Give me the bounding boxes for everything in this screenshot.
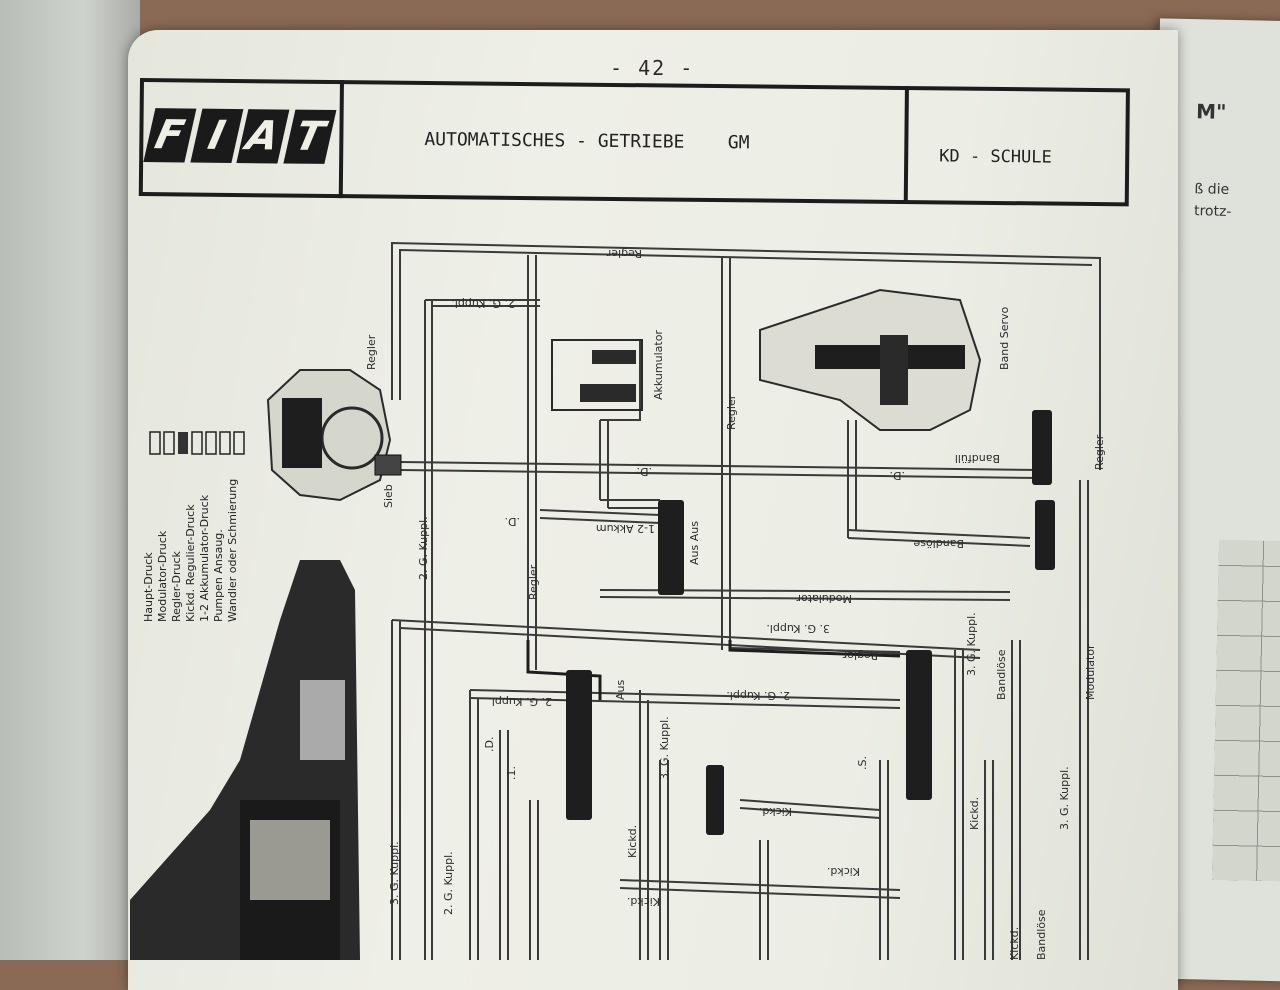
label-kickd-bottom: Kickd. — [627, 895, 660, 908]
diagram-labels: Regler Regler 2. G. Kuppl. Akkumulator B… — [365, 247, 1106, 960]
legend-item: Pumpen Ansaug. — [212, 529, 225, 622]
legend-item: Modulator-Druck — [156, 530, 169, 622]
label-2g-kuppl-low: 2. G. Kuppl. — [488, 695, 552, 708]
label-regler-mid: Regler — [725, 394, 738, 430]
label-bandlose-vertical: Bandlöse — [995, 649, 1008, 700]
label-3g-kuppl: 3. G. Kuppl. — [766, 622, 830, 635]
label-2g-kuppl-left: 2. G. Kuppl. — [442, 851, 455, 915]
legend-swatches — [149, 431, 245, 455]
label-kickd-bottom-right: Kickd. — [1008, 927, 1021, 960]
label-modulator-vertical: Modulator — [1084, 644, 1097, 700]
label-d-line-left: .D. — [505, 515, 520, 528]
left-page-edge — [0, 0, 140, 960]
label-2g-kuppl: 2. G. Kuppl. — [451, 297, 515, 310]
label-3g-kuppl-right: 3. G. Kuppl. — [965, 612, 978, 676]
label-akkum-12: 1-2 Akkum — [596, 522, 655, 535]
valve-1-2-schalt — [566, 670, 592, 820]
label-sieb: Sieb — [382, 484, 395, 508]
label-s-line: .S. — [856, 756, 869, 770]
valve-group — [566, 410, 1055, 835]
legend-item: Haupt-Druck — [142, 552, 155, 622]
label-d-lower: .D. — [483, 737, 496, 752]
band-servo — [759, 288, 982, 431]
legend: Haupt-Druck Modulator-Druck Regler-Druck… — [142, 479, 239, 622]
label-regler: Regler — [365, 334, 378, 370]
valve-2-3-schalt — [906, 650, 932, 800]
label-regler-lower: Regler — [527, 564, 540, 600]
accumulator-valve — [551, 339, 643, 411]
label-aus: Aus — [614, 680, 627, 700]
valve-2-akkumulator — [658, 500, 684, 595]
label-3g-kuppl-mid: 3. G. Kuppl. — [658, 716, 671, 780]
label-aus-aus: Aus Aus — [688, 521, 701, 565]
label-band-servo: Band Servo — [998, 306, 1011, 370]
transmission-cross-section — [130, 560, 360, 960]
label-kickd-low: Kickd. — [827, 865, 860, 878]
legend-item: Regler-Druck — [170, 550, 183, 622]
label-modulator: Modulator — [796, 592, 852, 605]
legend-item: 1-2 Akkumulator-Druck — [198, 494, 211, 622]
label-d-line-right: .D. — [890, 469, 905, 482]
valve-band-lower — [1035, 500, 1055, 570]
label-kickd-right: Kickd. — [759, 805, 792, 818]
label-kickd-vertical: Kickd. — [968, 797, 981, 830]
label-bandfuell: Bandfüll — [955, 452, 1000, 465]
pump-assembly — [266, 369, 402, 502]
label-2g-kuppl-mid: 2. G. Kuppl. — [726, 689, 790, 702]
legend-item: Wandler oder Schmierung — [226, 479, 239, 622]
label-3g-kuppl-far: 3. G. Kuppl. — [1058, 766, 1071, 830]
legend-item: Kickd. Regulier-Druck — [184, 504, 197, 622]
label-bandlose: Bandlöse — [913, 537, 964, 550]
page-number: - 42 - — [610, 56, 695, 80]
label-bandlose-bottom: Bandlöse — [1035, 909, 1048, 960]
label-regler-low: Regler — [842, 649, 878, 662]
label-d-line: .D. — [637, 465, 652, 478]
label-regler-top: Regler — [606, 247, 642, 260]
valve-3-2-schalt — [706, 765, 724, 835]
label-3g-kuppl-left: 3. G. Kuppl. — [388, 841, 401, 905]
label-2g-kuppl-vertical: 2. G. Kuppl. — [417, 516, 430, 580]
valve-band — [1032, 410, 1052, 485]
label-1-line: .1. — [505, 766, 518, 780]
label-regler-right: Regler — [1093, 434, 1106, 470]
label-akkumulator: Akkumulator — [652, 330, 665, 400]
hydraulic-diagram: Haupt-Druck Modulator-Druck Regler-Druck… — [130, 241, 1106, 960]
label-kickd-mid: Kickd. — [626, 825, 639, 858]
